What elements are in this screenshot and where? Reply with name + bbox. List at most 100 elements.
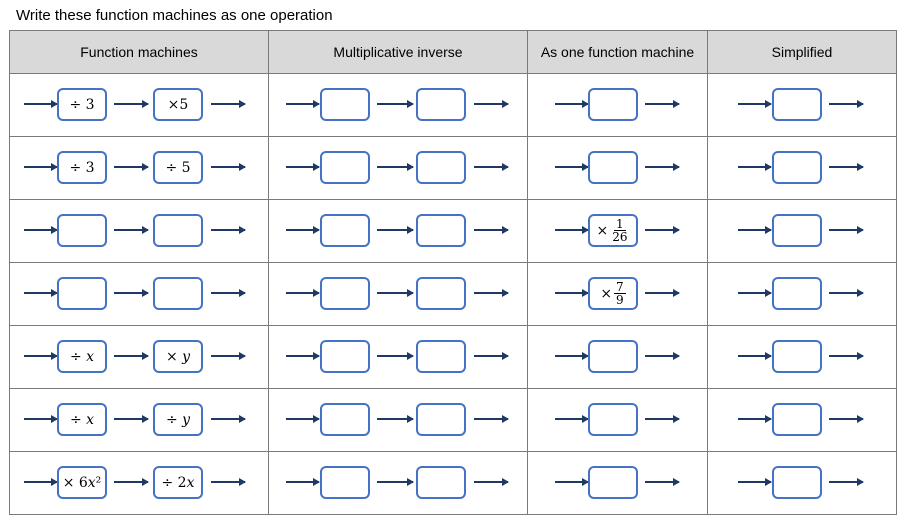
- function-machines-cell: ÷ 𝑥 ÷ 𝑦: [9, 388, 269, 452]
- arrow-icon: [474, 289, 509, 297]
- arrow-icon: [555, 226, 589, 234]
- inverse-answer-box-2[interactable]: [416, 88, 466, 121]
- simplified-answer-box[interactable]: [772, 403, 822, 436]
- simplified-answer-box[interactable]: [772, 214, 822, 247]
- simplified-cell: [707, 451, 897, 515]
- arrow-icon: [377, 100, 414, 108]
- one-function-machine-cell: [527, 325, 708, 389]
- arrow-icon: [24, 478, 58, 486]
- arrow-icon: [377, 289, 414, 297]
- arrow-icon: [24, 352, 58, 360]
- inverse-answer-box-1[interactable]: [320, 277, 370, 310]
- function-machine-box-1-label: × 6𝑥²: [62, 474, 102, 491]
- function-machine-box-2-label: ÷ 2𝑥: [161, 474, 195, 491]
- function-machine-box-2: ×5: [153, 88, 203, 121]
- inverse-answer-box-1[interactable]: [320, 88, 370, 121]
- inverse-answer-box-1[interactable]: [320, 466, 370, 499]
- function-machine-box-1[interactable]: [57, 277, 107, 310]
- fraction-denominator: 26: [612, 230, 628, 244]
- function-machine-box-1-label: ÷ 𝑥: [69, 411, 95, 428]
- one-function-machine-box[interactable]: [588, 340, 638, 373]
- table-row: ÷ 𝑥 ÷ 𝑦: [9, 388, 897, 452]
- function-machine-box-1-label: ÷ 3: [69, 96, 95, 113]
- function-machine-box-2[interactable]: [153, 277, 203, 310]
- one-function-machine-box[interactable]: [588, 403, 638, 436]
- one-function-machine-box[interactable]: [588, 151, 638, 184]
- function-machine-box-1[interactable]: [57, 214, 107, 247]
- arrow-icon: [286, 163, 320, 171]
- arrow-icon: [114, 163, 149, 171]
- simplified-cell: [707, 388, 897, 452]
- arrow-icon: [738, 226, 772, 234]
- simplified-answer-box[interactable]: [772, 340, 822, 373]
- simplified-answer-box[interactable]: [772, 88, 822, 121]
- simplified-cell: [707, 73, 897, 137]
- inverse-answer-box-1[interactable]: [320, 340, 370, 373]
- header-simplified: Simplified: [707, 30, 897, 74]
- arrow-icon: [24, 289, 58, 297]
- function-machine-box-2: ÷ 𝑦: [153, 403, 203, 436]
- arrow-icon: [211, 226, 246, 234]
- arrow-icon: [286, 478, 320, 486]
- arrow-icon: [474, 352, 509, 360]
- arrow-icon: [211, 352, 246, 360]
- arrow-icon: [377, 226, 414, 234]
- inverse-answer-box-2[interactable]: [416, 277, 466, 310]
- arrow-icon: [286, 226, 320, 234]
- arrow-icon: [829, 100, 864, 108]
- simplified-answer-box[interactable]: [772, 277, 822, 310]
- multiplicative-inverse-cell: [268, 262, 528, 326]
- arrow-icon: [286, 352, 320, 360]
- arrow-icon: [377, 163, 414, 171]
- arrow-icon: [114, 100, 149, 108]
- arrow-icon: [555, 478, 589, 486]
- header-row: Function machines Multiplicative inverse…: [9, 30, 897, 74]
- inverse-answer-box-2[interactable]: [416, 403, 466, 436]
- arrow-icon: [211, 478, 246, 486]
- arrow-icon: [377, 352, 414, 360]
- inverse-answer-box-2[interactable]: [416, 214, 466, 247]
- fraction-denominator: 9: [616, 293, 624, 307]
- function-machine-box-2-label: ÷ 5: [165, 159, 191, 176]
- multiplicative-inverse-cell: [268, 199, 528, 263]
- multiplicative-inverse-cell: [268, 73, 528, 137]
- function-machines-cell: ÷ 3 ×5: [9, 73, 269, 137]
- inverse-answer-box-2[interactable]: [416, 340, 466, 373]
- arrow-icon: [555, 100, 589, 108]
- arrow-icon: [829, 289, 864, 297]
- inverse-answer-box-1[interactable]: [320, 151, 370, 184]
- arrow-icon: [24, 163, 58, 171]
- arrow-icon: [474, 100, 509, 108]
- header-multiplicative-inverse: Multiplicative inverse: [268, 30, 528, 74]
- table-row: ÷ 3 ÷ 5: [9, 136, 897, 200]
- simplified-answer-box[interactable]: [772, 466, 822, 499]
- arrow-icon: [645, 478, 680, 486]
- arrow-icon: [555, 289, 589, 297]
- arrow-icon: [645, 289, 680, 297]
- simplified-answer-box[interactable]: [772, 151, 822, 184]
- inverse-answer-box-1[interactable]: [320, 403, 370, 436]
- table-row: ÷ 3 ×5: [9, 73, 897, 137]
- arrow-icon: [829, 478, 864, 486]
- header-function-machines: Function machines: [9, 30, 269, 74]
- function-machine-box-2[interactable]: [153, 214, 203, 247]
- arrow-icon: [474, 415, 509, 423]
- one-function-machine-box[interactable]: [588, 88, 638, 121]
- function-machine-box-1: × 6𝑥²: [57, 466, 107, 499]
- fraction-numerator: 1: [614, 217, 626, 231]
- arrow-icon: [114, 352, 149, 360]
- one-function-machine-box[interactable]: [588, 466, 638, 499]
- inverse-answer-box-2[interactable]: [416, 151, 466, 184]
- multiplicative-inverse-cell: [268, 325, 528, 389]
- inverse-answer-box-1[interactable]: [320, 214, 370, 247]
- function-machine-box-1: ÷ 3: [57, 151, 107, 184]
- arrow-icon: [114, 289, 149, 297]
- arrow-icon: [829, 352, 864, 360]
- arrow-icon: [211, 163, 246, 171]
- function-machine-box-1: ÷ 3: [57, 88, 107, 121]
- table-row: ÷ 𝑥× 𝑦: [9, 325, 897, 389]
- function-machine-box-2: ÷ 5: [153, 151, 203, 184]
- arrow-icon: [555, 352, 589, 360]
- inverse-answer-box-2[interactable]: [416, 466, 466, 499]
